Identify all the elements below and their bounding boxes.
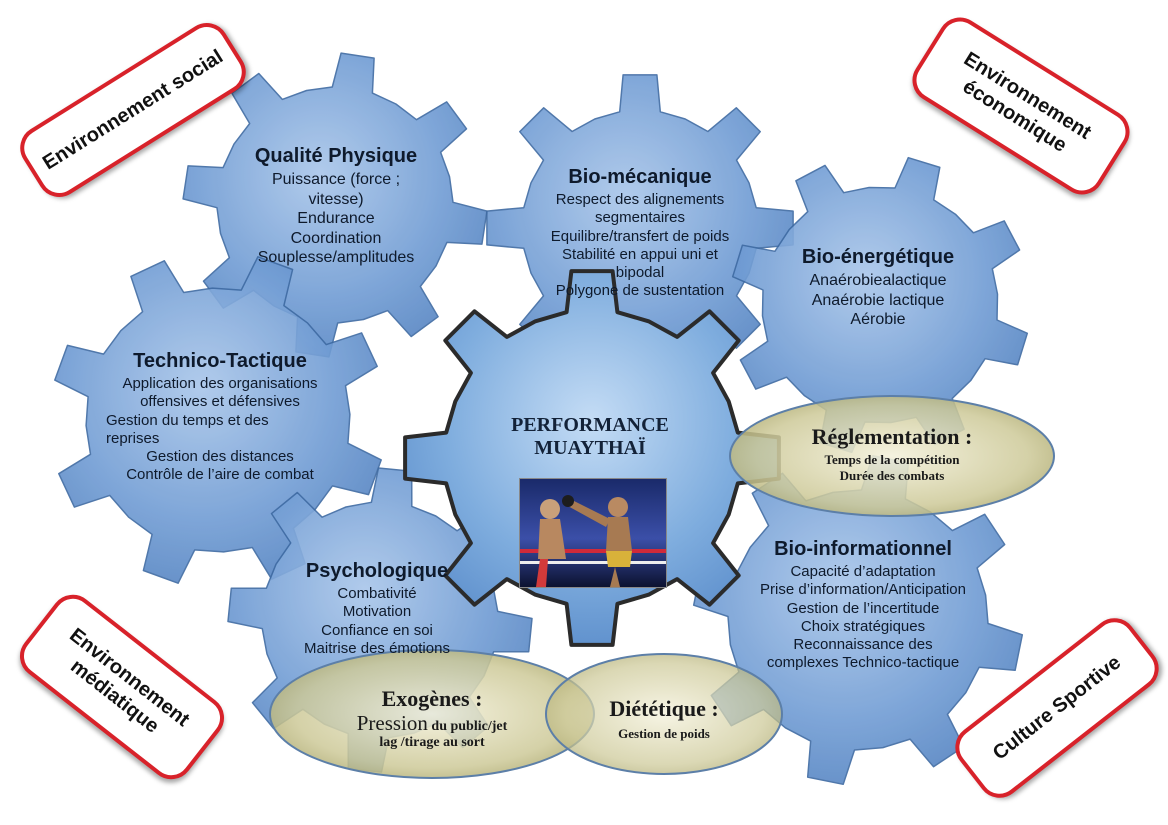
psychologique-item: Combativité [337,585,417,602]
psychologique-title: Psychologique [305,560,449,582]
qualite-physique-item: Souplesse/amplitudes [257,249,415,267]
bio-informationnel-item: complexes Technico-tactique [766,654,960,672]
performance-center-text: PERFORMANCE MUAYTHAÏ [480,414,700,460]
bio-informationnel-item: Prise d’information/Anticipation [760,581,966,599]
bio-energetique-text: Bio-énergétique Anaérobiealactique Anaér… [788,246,968,330]
exogenes-title: Exogènes : [381,686,483,711]
bio-mecanique-item: segmentaires [594,209,686,227]
dietetique-oval [545,653,783,775]
bio-informationnel-item: Capacité d’adaptation [790,563,936,580]
bio-energetique-item: Anaérobie lactique [811,291,945,309]
bio-informationnel-title: Bio-informationnel [774,538,952,560]
fight-photo-graphic [520,479,666,587]
exogenes-public: du public/jet [427,719,508,734]
reglementation-title: Réglementation : [811,424,973,449]
reglementation-text: Réglementation : Temps de la compétition… [760,424,1024,484]
reglementation-oval [729,395,1055,517]
dietetique-title: Diététique : [609,696,719,721]
technico-tactique-item: Application des organisations [122,375,318,392]
dietetique-text: Diététique : Gestion de poids [570,696,758,742]
exogenes-line1: Pression du public/jet [300,711,564,735]
reglementation-item: Durée des combats [839,468,945,483]
qualite-physique-item: Puissance (force ; [271,171,401,188]
exogenes-pression: Pression [356,711,428,735]
qualite-physique-title: Qualité Physique [254,145,418,167]
bio-informationnel-item: Choix stratégiques [800,617,926,635]
qualite-physique-text: Qualité Physique Puissance (force ; vite… [236,145,436,268]
technico-tactique-item: Contrôle de l’aire de combat [126,466,314,484]
bio-mecanique-title: Bio-mécanique [568,166,712,188]
psychologique-item: Confiance en soi [321,621,433,639]
performance-title-line1: PERFORMANCE [511,414,669,436]
qualite-physique-item: vitesse) [308,190,364,208]
technico-tactique-text: Technico-Tactique Application des organi… [100,350,340,485]
bio-informationnel-item: Gestion de l’incertitude [786,599,940,617]
technico-tactique-item: Gestion des distances [146,448,294,466]
bio-energetique-title: Bio-énergétique [801,246,955,268]
performance-title-line2: MUAYTHAÏ [534,437,646,459]
bio-mecanique-item: Polygone de sustentation [555,282,725,300]
bio-mecanique-text: Bio-mécanique Respect des alignements se… [530,166,750,301]
qualite-physique-item: Coordination [290,229,382,247]
muaythai-fight-photo [519,478,667,588]
bio-energetique-item: Aérobie [850,311,906,329]
bio-mecanique-item: bipodal [615,264,665,282]
psychologique-item: Motivation [342,603,412,621]
bio-mecanique-item: Equilibre/transfert de poids [550,227,730,245]
bio-mecanique-item: Stabilité en appui uni et [562,245,718,263]
psychologique-text: Psychologique Combativité Motivation Con… [282,560,472,658]
technico-tactique-title: Technico-Tactique [133,350,307,372]
psychologique-item: Maitrise des émotions [304,639,450,657]
bio-mecanique-item: Respect des alignements [555,191,725,208]
technico-tactique-item: offensives et défensives [140,393,300,411]
exogenes-text: Exogènes : Pression du public/jet lag /t… [300,686,564,751]
reglementation-item: Temps de la compétition [824,452,960,467]
bio-mecanique-gear [486,74,794,382]
bio-energetique-item: Anaérobiealactique [809,272,947,289]
technico-tactique-item: Gestion du temps et des [106,411,269,429]
exogenes-line2: lag /tirage au sort [379,735,485,751]
performance-center-gear [403,269,781,647]
bio-informationnel-item: Reconnaissance des [793,636,933,654]
qualite-physique-item: Endurance [297,210,375,228]
technico-tactique-item: reprises [106,429,160,447]
dietetique-item: Gestion de poids [618,726,710,741]
bio-informationnel-text: Bio-informationnel Capacité d’adaptation… [738,538,988,673]
